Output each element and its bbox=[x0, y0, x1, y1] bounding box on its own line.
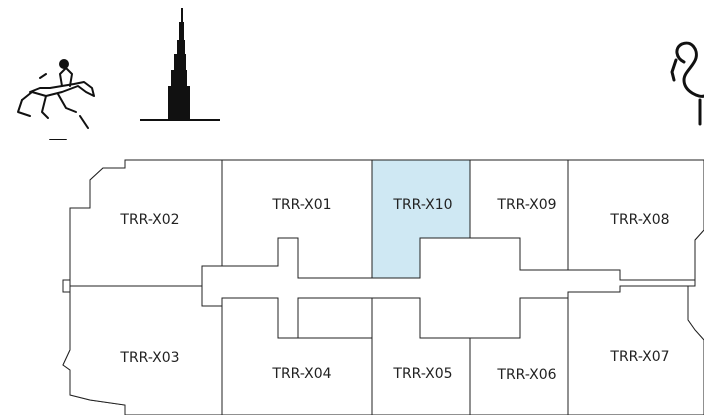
unit-TRR-X03[interactable] bbox=[62, 285, 223, 415]
horse-rider-icon bbox=[17, 59, 95, 140]
unit-TRR-X04[interactable] bbox=[221, 297, 373, 415]
unit-TRR-X02[interactable] bbox=[69, 159, 223, 287]
unit-TRR-X08[interactable] bbox=[567, 159, 704, 281]
burj-khalifa-icon bbox=[140, 8, 220, 121]
landmark-icons bbox=[17, 8, 704, 140]
unit-TRR-X07[interactable] bbox=[567, 285, 704, 415]
flamingo-icon bbox=[670, 41, 704, 126]
